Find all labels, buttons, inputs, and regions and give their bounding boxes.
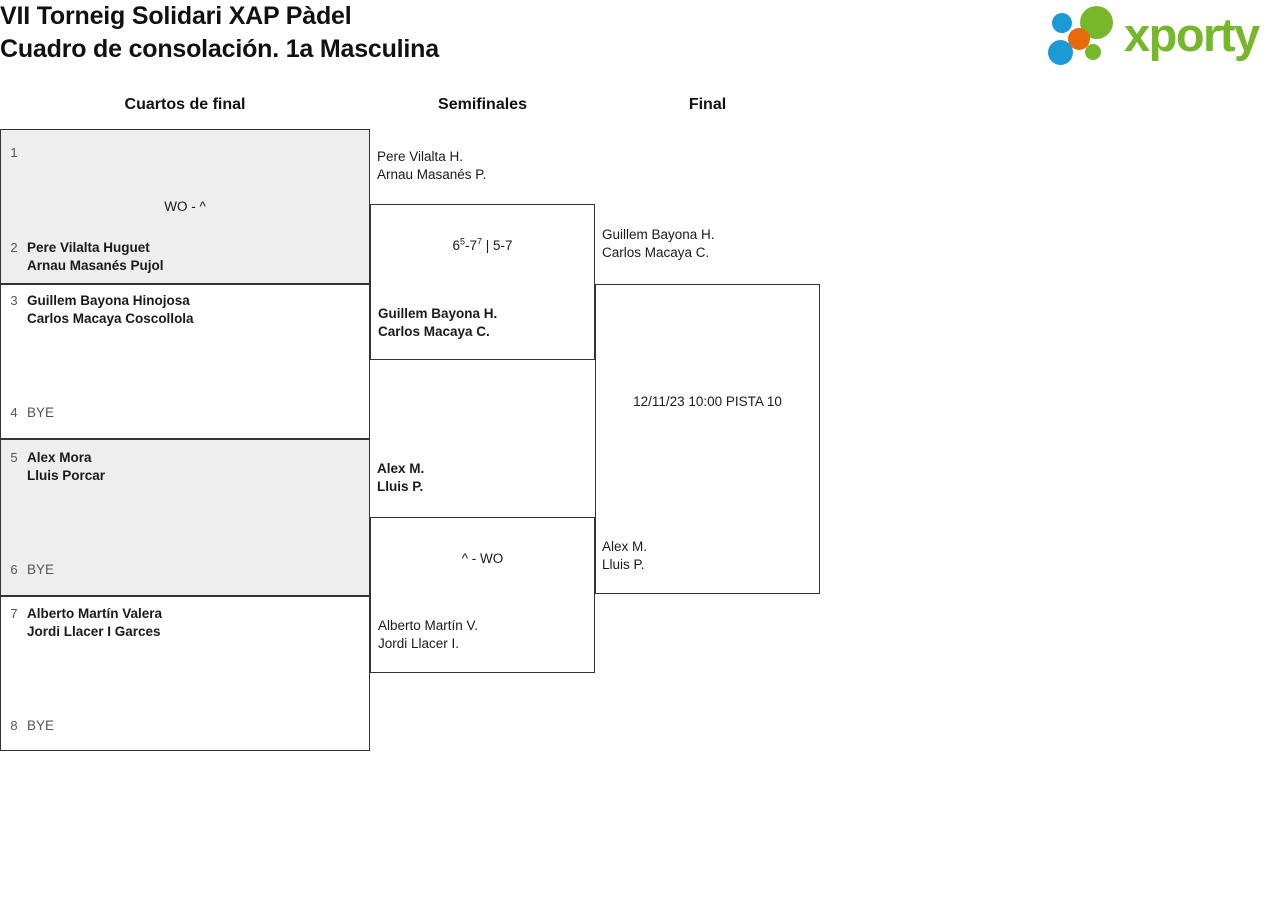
team-name: BYE <box>27 405 55 420</box>
logo-wordmark: xporty <box>1124 8 1260 61</box>
match-quarterfinal-3[interactable]: 5 Alex Mora Lluis Porcar 6 BYE <box>0 439 370 596</box>
logo-dot-blue-top <box>1052 13 1072 33</box>
xporty-logo: xporty <box>1048 4 1276 68</box>
final-top-team: Guillem Bayona H. Carlos Macaya C. <box>602 227 715 260</box>
team-name: Alberto Martín V. Jordi Llacer I. <box>378 618 479 651</box>
seed-number: 5 <box>10 450 18 465</box>
semifinal-2-top-team: Alex M. Lluis P. <box>377 461 425 494</box>
seed-number: 3 <box>10 293 18 308</box>
round-header-final: Final <box>688 96 727 113</box>
round-header-semifinals: Semifinales <box>438 96 527 113</box>
match-score: 65-77 | 5-7 <box>452 236 513 253</box>
bracket-subtitle: Cuadro de consolación. 1a Masculina <box>0 35 439 63</box>
match-slot-top[interactable]: 3 Guillem Bayona Hinojosa Carlos Macaya … <box>1 292 369 328</box>
match-quarterfinal-1[interactable]: 1 WO - ^ 2 Pere Vilalta Huguet Arnau Mas… <box>0 129 370 284</box>
logo-dot-green-small <box>1085 44 1101 60</box>
match-slot-bottom[interactable]: 6 BYE <box>1 561 369 579</box>
team-name: Pere Vilalta Huguet Arnau Masanés Pujol <box>27 240 164 273</box>
seed-number: 7 <box>10 606 18 621</box>
team-name: BYE <box>27 562 55 577</box>
match-quarterfinal-4[interactable]: 7 Alberto Martín Valera Jordi Llacer I G… <box>0 596 370 751</box>
match-slot-bottom[interactable]: Alberto Martín V. Jordi Llacer I. <box>371 617 594 653</box>
match-semifinal-1[interactable]: 65-77 | 5-7 Guillem Bayona H. Carlos Mac… <box>370 204 595 360</box>
logo-dot-blue-bottom <box>1048 40 1073 65</box>
page-title: VII Torneig Solidari XAP Pàdel Cuadro de… <box>0 0 439 66</box>
match-score: ^ - WO <box>461 551 504 566</box>
round-header-quarterfinals: Cuartos de final <box>124 96 246 113</box>
match-slot-top[interactable]: 7 Alberto Martín Valera Jordi Llacer I G… <box>1 605 369 641</box>
match-final[interactable]: 12/11/23 10:00 PISTA 10 <box>595 284 820 594</box>
match-slot-bottom[interactable]: 4 BYE <box>1 404 369 422</box>
seed-number: 6 <box>10 562 18 577</box>
connector-sf1-to-final <box>595 284 596 285</box>
logo-dot-orange <box>1068 28 1090 50</box>
match-score: WO - ^ <box>164 199 206 214</box>
team-name: Guillem Bayona H. Carlos Macaya C. <box>378 306 498 339</box>
seed-number: 1 <box>10 145 18 160</box>
seed-number: 8 <box>10 718 18 733</box>
match-slot-bottom[interactable]: Guillem Bayona H. Carlos Macaya C. <box>371 305 594 341</box>
team-name: BYE <box>27 718 55 733</box>
match-quarterfinal-2[interactable]: 3 Guillem Bayona Hinojosa Carlos Macaya … <box>0 284 370 439</box>
seed-number: 4 <box>10 405 18 420</box>
final-bottom-team: Alex M. Lluis P. <box>602 539 648 572</box>
match-semifinal-2[interactable]: ^ - WO Alberto Martín V. Jordi Llacer I. <box>370 517 595 673</box>
match-slot-top[interactable]: 5 Alex Mora Lluis Porcar <box>1 449 369 485</box>
team-name: Alex Mora Lluis Porcar <box>27 450 106 483</box>
team-name: Alberto Martín Valera Jordi Llacer I Gar… <box>27 606 163 639</box>
match-slot-bottom[interactable]: 2 Pere Vilalta Huguet Arnau Masanés Pujo… <box>1 239 369 275</box>
match-slot-bottom[interactable]: 8 BYE <box>1 717 369 735</box>
team-name: Guillem Bayona Hinojosa Carlos Macaya Co… <box>27 293 194 326</box>
match-slot-top[interactable]: 1 <box>1 144 369 162</box>
match-schedule-info: 12/11/23 10:00 PISTA 10 <box>633 394 782 409</box>
seed-number: 2 <box>10 240 18 255</box>
tournament-name: VII Torneig Solidari XAP Pàdel <box>0 2 352 30</box>
semifinal-1-top-team: Pere Vilalta H. Arnau Masanés P. <box>377 149 487 182</box>
